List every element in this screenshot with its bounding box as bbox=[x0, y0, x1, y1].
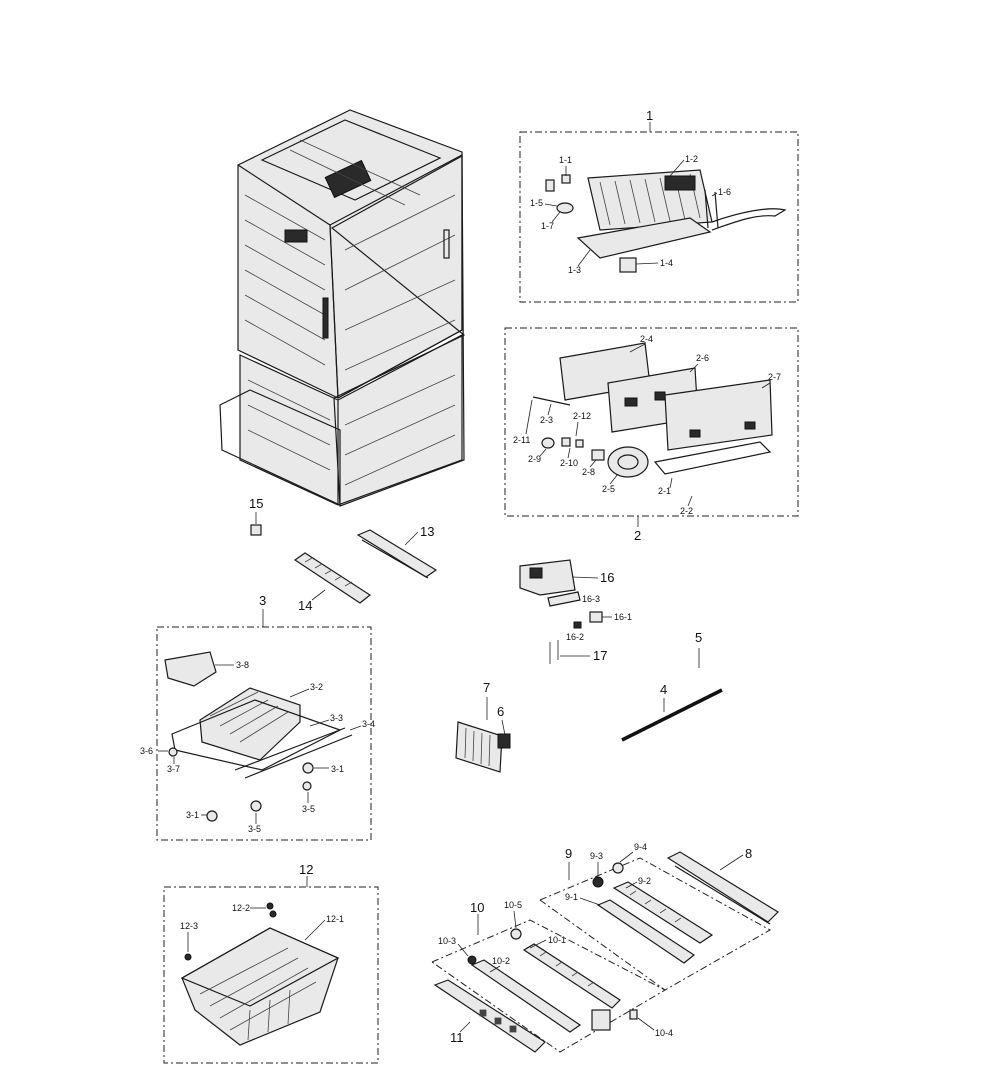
label-2: 2 bbox=[634, 528, 641, 543]
label-2-7: 2-7 bbox=[768, 372, 781, 382]
label-2-1: 2-1 bbox=[658, 486, 671, 496]
part-4-strip bbox=[621, 688, 723, 742]
part-15-clip bbox=[250, 524, 262, 536]
label-12: 12 bbox=[299, 862, 313, 877]
label-7: 7 bbox=[483, 680, 490, 695]
assembly-10 bbox=[430, 914, 667, 1053]
label-1-7: 1-7 bbox=[541, 221, 554, 231]
label-10: 10 bbox=[470, 900, 484, 915]
assembly-10-labels: 10 10-1 10-2 10-3 10-4 10-5 11 bbox=[438, 900, 673, 1045]
label-9: 9 bbox=[565, 846, 572, 861]
label-2-12: 2-12 bbox=[573, 411, 591, 421]
label-9-1: 9-1 bbox=[565, 892, 578, 902]
assembly-12-labels: 12 12-1 12-2 12-3 bbox=[180, 862, 344, 952]
label-10-4: 10-4 bbox=[655, 1028, 673, 1038]
label-2-10: 2-10 bbox=[560, 458, 578, 468]
label-10-3: 10-3 bbox=[438, 936, 456, 946]
label-2-9: 2-9 bbox=[528, 454, 541, 464]
label-3: 3 bbox=[259, 593, 266, 608]
label-3-4: 3-4 bbox=[362, 719, 375, 729]
label-3-8: 3-8 bbox=[236, 660, 249, 670]
label-2-8: 2-8 bbox=[582, 467, 595, 477]
label-1-4: 1-4 bbox=[660, 258, 673, 268]
label-1-2: 1-2 bbox=[685, 154, 698, 164]
label-3-3: 3-3 bbox=[330, 713, 343, 723]
assembly-2-labels: 2 2-1 2-2 2-3 2-4 2-5 2-6 2-7 2-8 2-9 2-… bbox=[513, 334, 781, 543]
label-1-5: 1-5 bbox=[530, 198, 543, 208]
label-3-2: 3-2 bbox=[310, 682, 323, 692]
part-6-grille bbox=[455, 721, 511, 773]
label-8: 8 bbox=[745, 846, 752, 861]
label-13: 13 bbox=[420, 524, 434, 539]
assembly-16 bbox=[519, 559, 603, 664]
label-16-2: 16-2 bbox=[566, 632, 584, 642]
part-14-cover bbox=[293, 552, 372, 604]
assembly-1-labels: 1 1-1 1-2 1-3 1-4 1-5 1-6 1-7 bbox=[530, 108, 731, 275]
label-16: 16 bbox=[600, 570, 614, 585]
label-10-2: 10-2 bbox=[492, 956, 510, 966]
label-1-1: 1-1 bbox=[559, 155, 572, 165]
label-2-11: 2-11 bbox=[513, 435, 530, 445]
label-1: 1 bbox=[646, 108, 653, 123]
label-6: 6 bbox=[497, 704, 504, 719]
label-9-4: 9-4 bbox=[634, 842, 647, 852]
label-9-2: 9-2 bbox=[638, 876, 651, 886]
label-1-6: 1-6 bbox=[718, 187, 731, 197]
label-2-2: 2-2 bbox=[680, 506, 693, 516]
label-3-1a: 3-1 bbox=[331, 764, 344, 774]
assembly-9 bbox=[538, 851, 779, 991]
label-14: 14 bbox=[298, 598, 312, 613]
label-12-1: 12-1 bbox=[326, 914, 344, 924]
label-3-1b: 3-1 bbox=[186, 810, 199, 820]
label-3-5b: 3-5 bbox=[248, 824, 261, 834]
label-2-3: 2-3 bbox=[540, 415, 553, 425]
assembly-1 bbox=[519, 122, 799, 303]
label-2-4: 2-4 bbox=[640, 334, 653, 344]
label-3-5a: 3-5 bbox=[302, 804, 315, 814]
label-4: 4 bbox=[660, 682, 667, 697]
refrigerator-cabinet bbox=[219, 109, 466, 507]
label-5: 5 bbox=[695, 630, 702, 645]
label-12-2: 12-2 bbox=[232, 903, 250, 913]
label-16-1: 16-1 bbox=[614, 612, 632, 622]
label-2-5: 2-5 bbox=[602, 484, 615, 494]
label-17: 17 bbox=[593, 648, 607, 663]
assembly-12 bbox=[163, 876, 379, 1064]
label-3-7: 3-7 bbox=[167, 764, 180, 774]
assembly-3-labels: 3 3-1 3-1 3-2 3-3 3-4 3-5 3-5 3-6 3-7 3-… bbox=[140, 593, 375, 834]
label-16-3: 16-3 bbox=[582, 594, 600, 604]
part-13-cover bbox=[356, 529, 438, 579]
label-3-6: 3-6 bbox=[140, 746, 153, 756]
label-10-1: 10-1 bbox=[548, 935, 566, 945]
label-9-3: 9-3 bbox=[590, 851, 603, 861]
label-10-5: 10-5 bbox=[504, 900, 522, 910]
assembly-9-labels: 9 9-1 9-2 9-3 9-4 bbox=[565, 842, 651, 906]
label-15: 15 bbox=[249, 496, 263, 511]
assembly-3 bbox=[156, 609, 372, 841]
label-11: 11 bbox=[450, 1030, 464, 1045]
label-1-3: 1-3 bbox=[568, 265, 581, 275]
label-2-6: 2-6 bbox=[696, 353, 709, 363]
assembly-2 bbox=[504, 327, 799, 527]
label-12-3: 12-3 bbox=[180, 921, 198, 931]
